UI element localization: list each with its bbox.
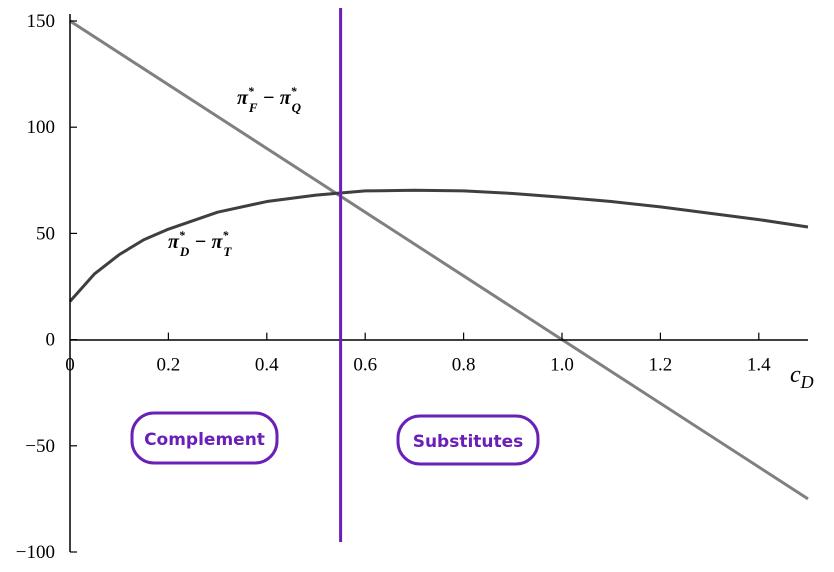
region-badge-substitutes bbox=[396, 414, 540, 466]
x-tick-label: 0.6 bbox=[353, 355, 377, 376]
y-tick-label: 100 bbox=[27, 117, 56, 138]
region-text-substitutes: Substitutes bbox=[413, 432, 524, 452]
x-tick-label: 0.2 bbox=[157, 355, 181, 376]
series-layer bbox=[68, 19, 809, 501]
ticks: 0 0.2 0.4 0.6 0.8 1.0 1.2 1.4 150 100 50 0 −50 −100 bbox=[16, 11, 771, 563]
y-tick-label: −50 bbox=[25, 436, 55, 457]
y-tick-label: −100 bbox=[16, 542, 55, 563]
series-line-0 bbox=[69, 19, 809, 501]
x-tick-label: 1.4 bbox=[747, 355, 771, 376]
axes bbox=[69, 14, 808, 552]
x-tick-label: 1.0 bbox=[550, 355, 574, 376]
y-tick-label: 50 bbox=[36, 223, 55, 244]
x-tick-label: 0 bbox=[65, 355, 75, 376]
series-line-1 bbox=[68, 188, 809, 303]
region-label-substitutes: Substitutes bbox=[396, 414, 540, 466]
series-label-pf-minus-pq: π*F − π*Q bbox=[237, 84, 302, 115]
x-axis-label: cD bbox=[790, 362, 814, 392]
region-badge-complement bbox=[130, 411, 279, 465]
series-label-pd-minus-pt: π*D − π*T bbox=[168, 228, 232, 259]
x-tick-label: 1.2 bbox=[649, 355, 673, 376]
y-tick-label: 150 bbox=[27, 11, 56, 32]
x-tick-label: 0.8 bbox=[452, 355, 476, 376]
x-tick-label: 0.4 bbox=[255, 355, 279, 376]
y-tick-label: 0 bbox=[46, 330, 56, 351]
region-text-complement: Complement bbox=[144, 430, 265, 450]
region-label-complement: Complement bbox=[130, 411, 279, 465]
